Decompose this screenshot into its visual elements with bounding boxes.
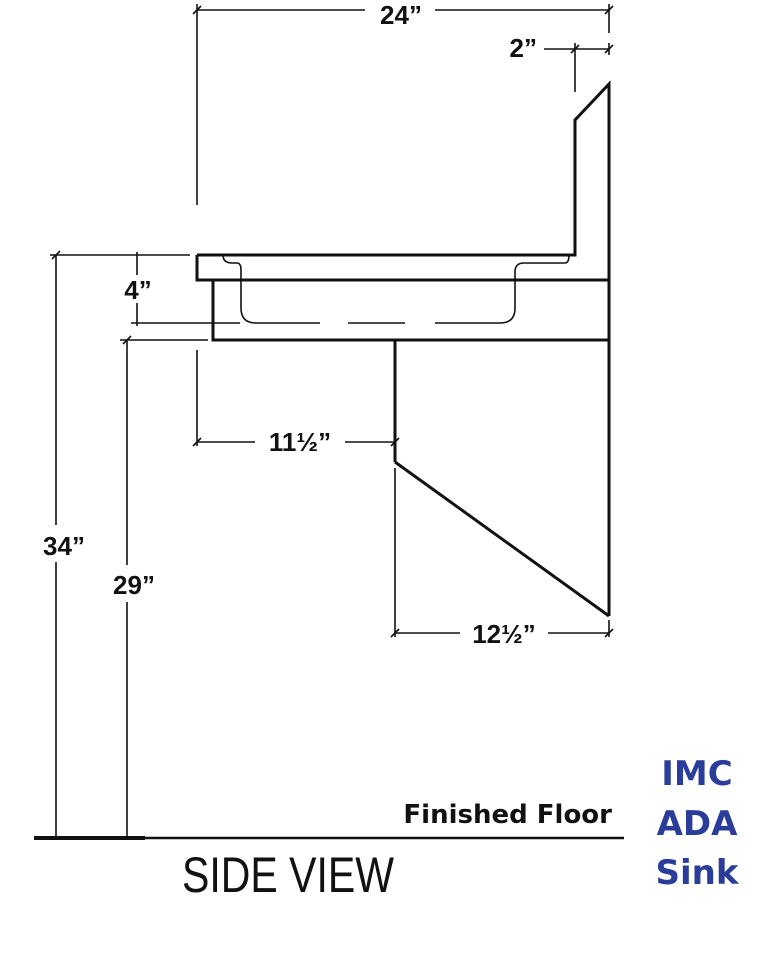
label-34: 34”: [43, 531, 85, 561]
label-29: 29”: [113, 570, 155, 600]
dimension-2: [544, 43, 614, 92]
dimension-4: [131, 252, 240, 326]
sink-body-outline: [195, 80, 611, 618]
label-2: 2”: [510, 33, 537, 63]
dimension-11-5: [192, 350, 400, 447]
brand-line-sink: Sink: [656, 853, 740, 893]
side-view-title: SIDE VIEW: [182, 847, 395, 903]
dimension-12-5: [390, 468, 614, 638]
label-24: 24”: [380, 0, 422, 30]
label-4: 4”: [124, 275, 151, 305]
dimension-24: [192, 4, 614, 205]
label-12-5: 12½”: [472, 619, 536, 649]
brand-line-ada: ADA: [657, 804, 739, 844]
finished-floor-label: Finished Floor: [403, 800, 612, 830]
brand-line-imc: IMC: [661, 754, 732, 794]
dimension-34: [50, 250, 135, 838]
dimension-29: [120, 335, 208, 838]
label-11-5: 11½”: [269, 427, 331, 457]
